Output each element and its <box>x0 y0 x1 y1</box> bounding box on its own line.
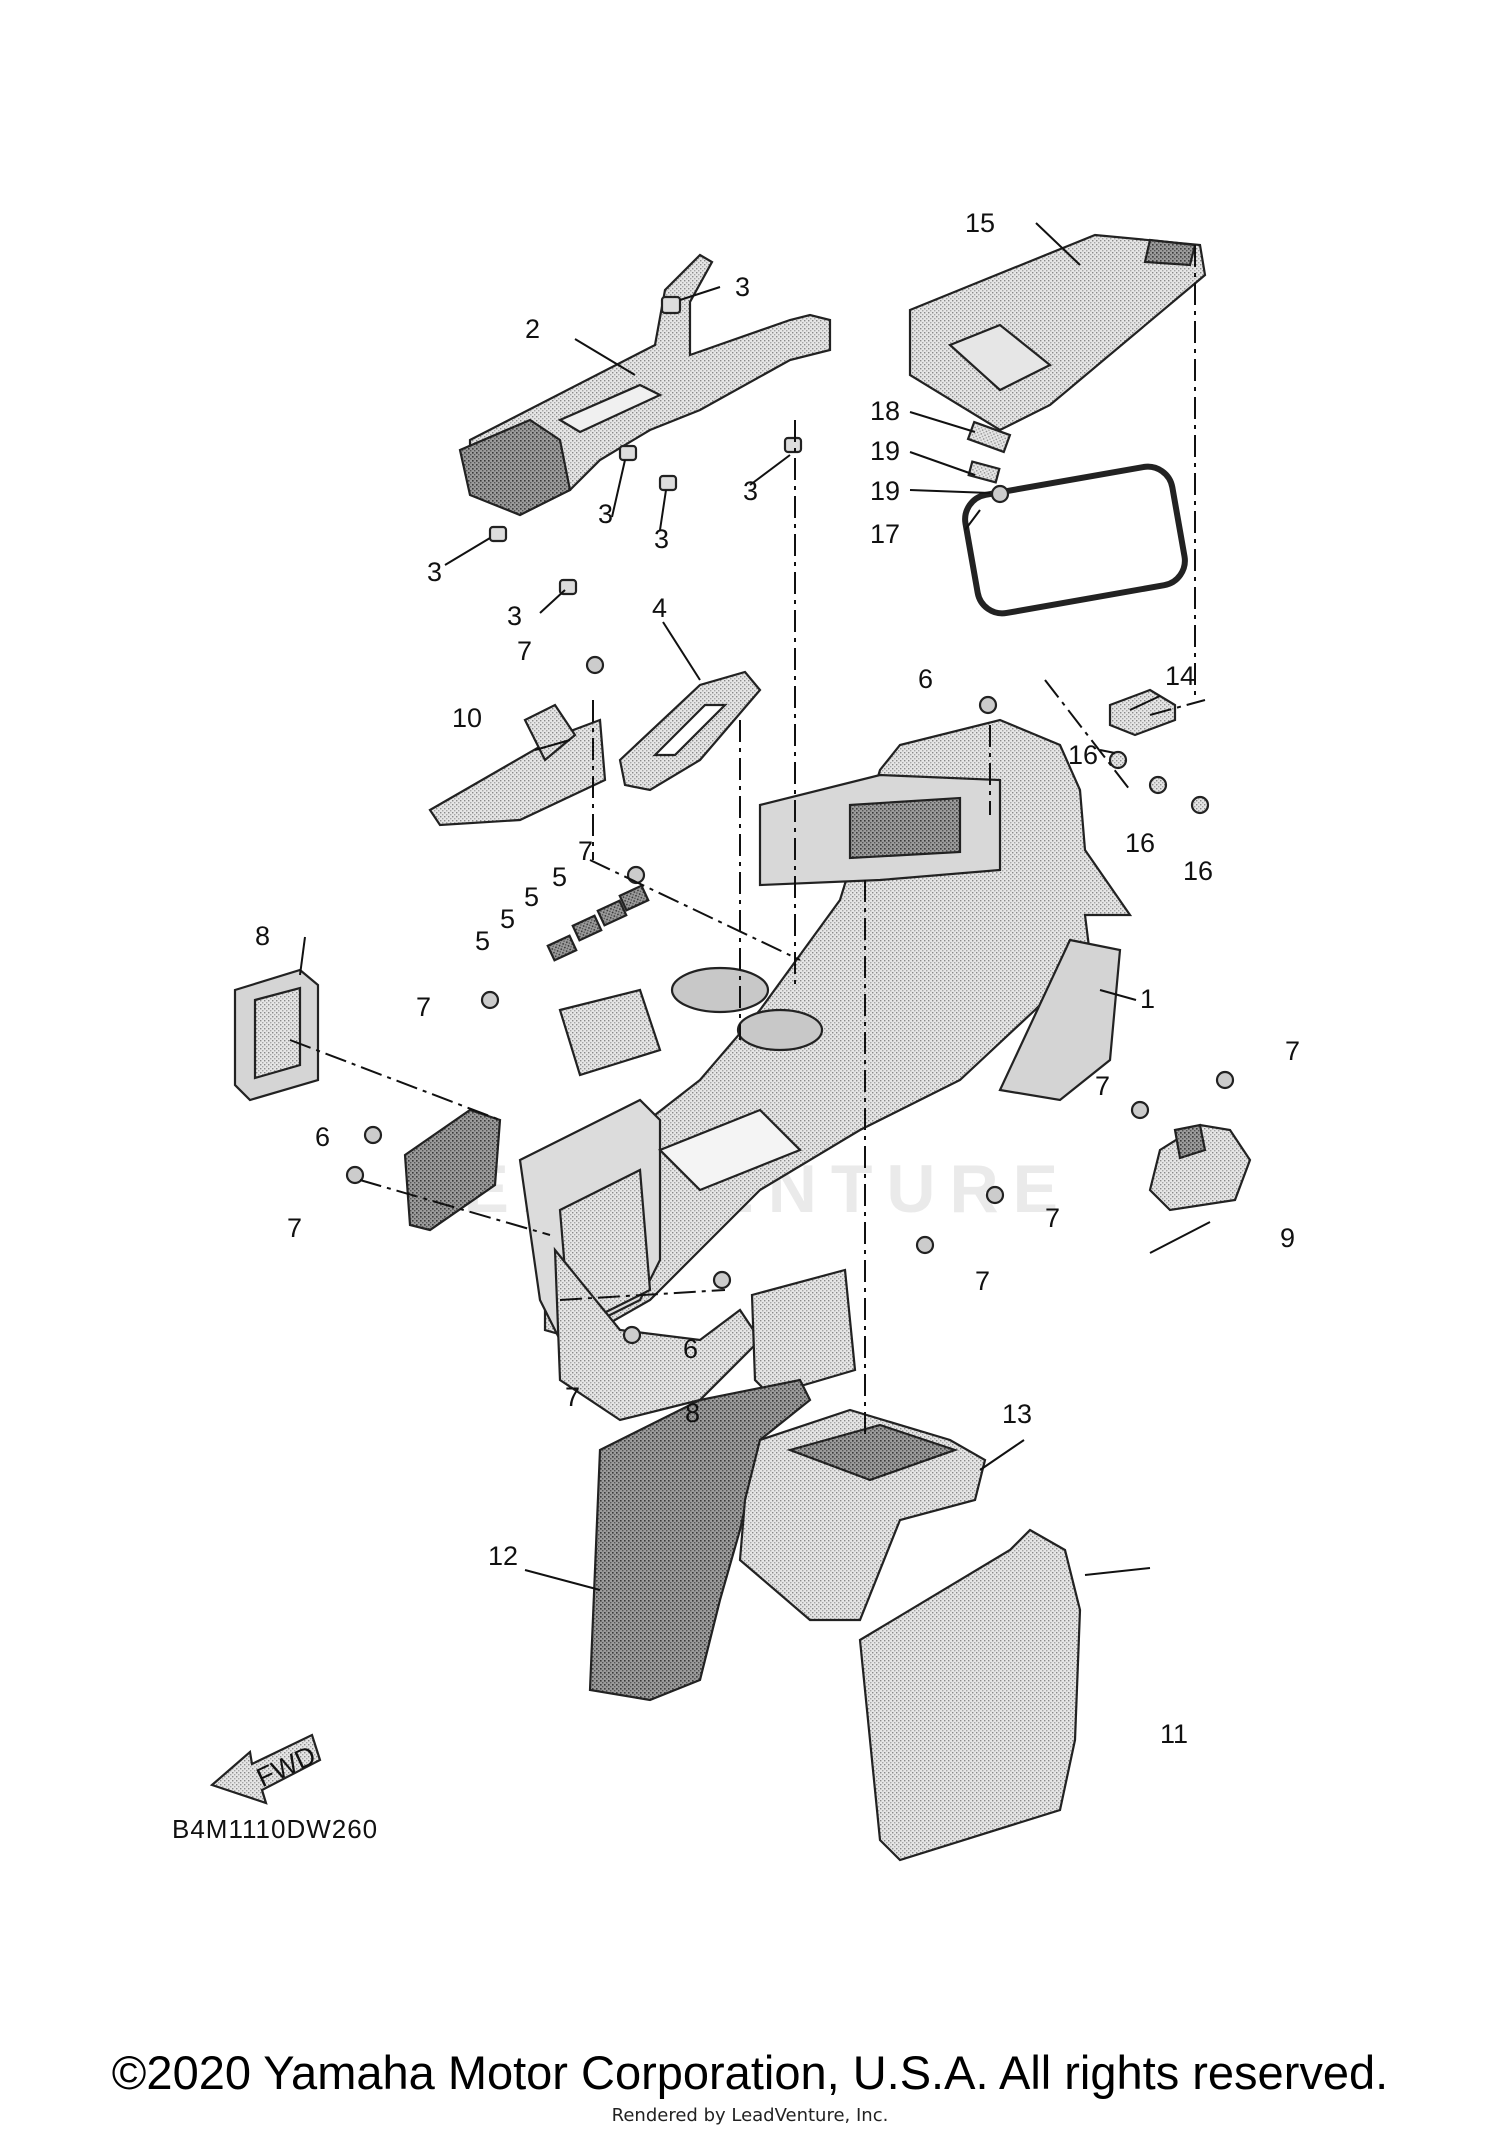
callout-10: 10 <box>452 703 482 733</box>
alignment-lines <box>289 245 1206 1440</box>
copyright-notice: ©2020 Yamaha Motor Corporation, U.S.A. A… <box>111 2046 1389 2099</box>
part-1-console-body <box>518 718 1133 1422</box>
callout-19b: 19 <box>870 476 900 506</box>
callout-18: 18 <box>870 396 900 426</box>
callout-14: 14 <box>1165 661 1195 691</box>
callout-5c: 5 <box>500 904 515 934</box>
callout-3d: 3 <box>654 524 669 554</box>
part-13-tray <box>738 1408 987 1622</box>
callout-7e: 7 <box>1095 1071 1110 1101</box>
callout-7f: 7 <box>1285 1036 1300 1066</box>
callout-7g: 7 <box>1045 1203 1060 1233</box>
callout-6c: 6 <box>683 1334 698 1364</box>
callout-15: 15 <box>965 208 995 238</box>
callout-16c: 16 <box>1183 856 1213 886</box>
callout-1: 1 <box>1140 984 1155 1014</box>
part-10-cover <box>428 703 607 827</box>
callout-8a: 8 <box>255 921 270 951</box>
callout-5b: 5 <box>524 882 539 912</box>
diagram-code: B4M1110DW260 <box>172 1814 379 1844</box>
callout-7c: 7 <box>416 992 431 1022</box>
callout-7d: 7 <box>287 1213 302 1243</box>
callout-5d: 5 <box>475 926 490 956</box>
callout-7h: 7 <box>975 1266 990 1296</box>
leader-lines <box>299 222 1211 1591</box>
callout-3c: 3 <box>598 499 613 529</box>
callout-17: 17 <box>870 519 900 549</box>
callout-5a: 5 <box>552 862 567 892</box>
part-9-bracket <box>1148 1123 1252 1212</box>
part-2-upper-frame <box>458 253 832 517</box>
callout-19a: 19 <box>870 436 900 466</box>
fwd-arrow: FWD <box>209 1733 322 1805</box>
callout-6a: 6 <box>918 664 933 694</box>
callout-4: 4 <box>652 593 667 623</box>
callout-16a: 16 <box>1068 740 1098 770</box>
callout-7a: 7 <box>517 636 532 666</box>
part-5-switch-plugs <box>546 884 650 962</box>
callout-3e: 3 <box>427 557 442 587</box>
callout-6b: 6 <box>315 1122 330 1152</box>
callout-7i: 7 <box>565 1382 580 1412</box>
side-panel-left <box>403 1108 502 1232</box>
callout-labels: 1 2 3 3 3 3 3 3 4 5 5 5 5 6 6 6 7 7 7 7 … <box>255 208 1300 1749</box>
callout-12: 12 <box>488 1541 518 1571</box>
callout-7b: 7 <box>578 836 593 866</box>
part-16-grommets <box>1108 750 1210 815</box>
rendered-by-notice: Rendered by LeadVenture, Inc. <box>611 2105 889 2126</box>
part-14-latch <box>1108 688 1177 737</box>
part-17-gasket <box>962 463 1188 617</box>
callout-9: 9 <box>1280 1223 1295 1253</box>
part-4-shift-panel <box>618 670 762 792</box>
callout-8b: 8 <box>685 1398 700 1428</box>
part-18-hinge <box>966 420 1012 504</box>
part-3-clips <box>488 295 803 596</box>
part-11-right-cover <box>858 1528 1082 1862</box>
callout-2: 2 <box>525 314 540 344</box>
callout-11: 11 <box>1160 1719 1188 1749</box>
callout-3b: 3 <box>743 476 758 506</box>
part-15-lid <box>908 233 1207 432</box>
callout-13: 13 <box>1002 1399 1032 1429</box>
fasteners <box>345 655 1235 1345</box>
callout-16b: 16 <box>1125 828 1155 858</box>
callout-3a: 3 <box>735 272 750 302</box>
callout-3f: 3 <box>507 601 522 631</box>
